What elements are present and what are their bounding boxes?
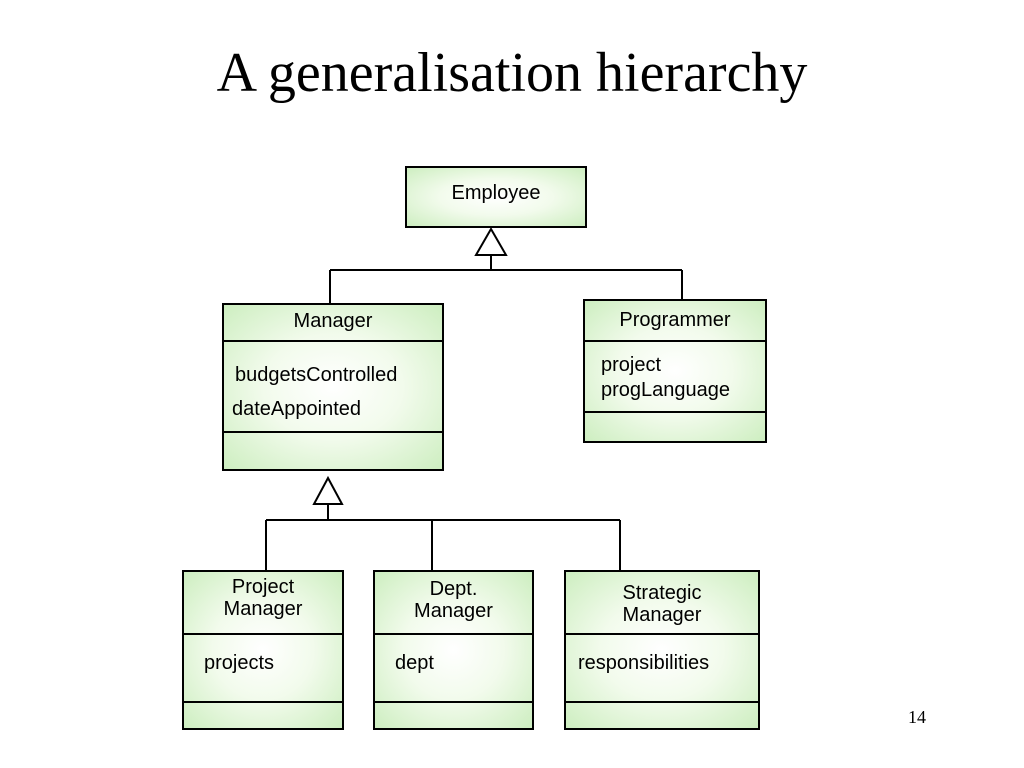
class-name: Project Manager (184, 572, 342, 635)
class-name: Strategic Manager (566, 572, 758, 635)
class-attributes: dept (375, 635, 532, 703)
class-name: Employee (451, 182, 541, 204)
class-attributes: projects (184, 635, 342, 703)
class-employee: Employee (405, 166, 587, 228)
class-project-manager: Project Manager projects (182, 570, 344, 730)
class-programmer: Programmer project progLanguage (583, 299, 767, 443)
attribute-prog-language: progLanguage (601, 379, 731, 401)
class-name: Dept. Manager (375, 572, 532, 635)
inheritance-arrow-manager (312, 475, 344, 505)
attribute-date-appointed: dateAppointed (232, 398, 362, 420)
class-manager: Manager budgetsControlled dateAppointed (222, 303, 444, 471)
class-name: Programmer (585, 301, 765, 342)
attribute-dept: dept (395, 652, 434, 674)
attribute-responsibilities: responsibilities (578, 652, 710, 674)
class-attributes: project progLanguage (585, 342, 765, 413)
class-name: Manager (224, 305, 442, 342)
class-attributes: budgetsControlled dateAppointed (224, 342, 442, 433)
class-attributes: responsibilities (566, 635, 758, 703)
page-number: 14 (908, 707, 926, 727)
attribute-budgets-controlled: budgetsControlled (235, 364, 398, 386)
attribute-projects: projects (204, 652, 275, 674)
class-strategic-manager: Strategic Manager responsibilities (564, 570, 760, 730)
slide-title: A generalisation hierarchy (216, 42, 808, 104)
attribute-project: project (601, 354, 662, 376)
inheritance-arrow-employee (474, 226, 508, 256)
class-dept-manager: Dept. Manager dept (373, 570, 534, 730)
